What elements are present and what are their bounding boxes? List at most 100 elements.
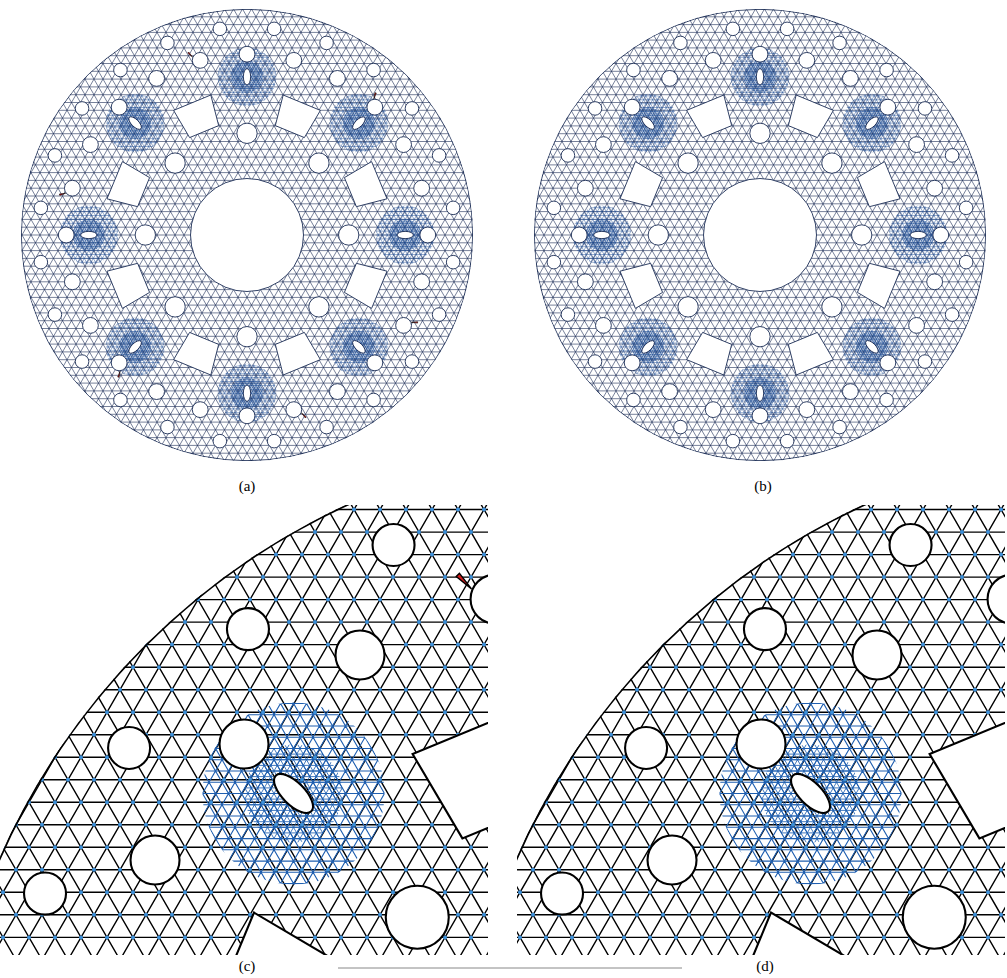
mesh-edges [244,505,488,955]
hole [752,408,768,424]
hole [268,768,319,819]
mesh-edges [683,0,837,156]
hole [329,71,345,87]
hole [648,225,668,245]
hole [833,420,847,434]
hole [471,575,488,624]
hole [927,274,943,290]
outer-boundary [517,505,1005,955]
panel-label: (a) [239,478,256,495]
hole [396,317,412,333]
hole [174,95,219,138]
hole [83,317,99,333]
outer-boundary [534,9,985,460]
hole [880,355,896,371]
hole [547,255,561,269]
hole [927,180,943,196]
hole [640,115,657,132]
mesh-panel [517,505,1005,955]
hole [687,95,732,138]
hole [799,52,815,68]
hole [48,149,62,163]
hole [640,339,657,356]
hole [788,332,833,375]
hole [678,153,698,173]
hole [788,95,833,138]
bad-element [301,413,306,418]
hole [918,355,932,369]
hole [750,123,770,143]
hole [799,402,815,418]
hole [752,46,768,62]
refined-zone [170,314,324,470]
hole [577,180,593,196]
hole [594,231,610,238]
hole [396,137,412,153]
hole [674,420,688,434]
hole [165,297,185,317]
bad-element [59,193,65,195]
hole [34,201,48,215]
mesh-disc [517,505,1005,955]
hole [239,408,255,424]
hole [243,385,250,401]
hole [627,63,641,77]
refined-zone [505,95,736,375]
hole [857,263,900,308]
hole [674,36,688,50]
hole [933,227,949,243]
refined-zone [328,156,482,315]
hole [127,115,144,132]
hole [853,631,902,680]
mesh-edges [505,95,736,375]
hole [161,36,175,50]
hole [108,727,150,769]
hole [588,102,602,116]
mesh-disc [505,0,1007,470]
bad-element [411,322,417,323]
refined-zone [761,505,1005,955]
mesh-edges [0,0,500,470]
hole [336,631,385,680]
refined-zone [244,505,488,955]
mesh-edges [683,314,837,470]
mesh-edges [271,95,500,375]
hole [367,99,383,115]
hole [750,327,770,347]
hole [744,608,786,650]
mesh-edges [170,314,324,470]
hole [880,63,894,77]
hole [206,913,338,955]
mesh-edges [170,0,324,156]
hole [842,384,858,400]
bad-element [456,573,471,589]
hole [161,420,175,434]
panel-label: (b) [754,478,772,495]
hole [309,297,329,317]
hole [624,99,640,115]
hole [75,102,89,116]
hole [909,317,925,333]
refined-zone [525,156,679,315]
mesh-edges [841,156,995,315]
panel-label: (d) [756,958,774,975]
hole [329,384,345,400]
hole [780,434,794,448]
hole [705,402,721,418]
refined-zone [683,0,837,156]
hole [414,274,430,290]
hole [756,385,763,401]
mesh-panel [0,505,488,955]
mesh-edges [505,0,1007,470]
bad-element [188,52,193,57]
hole [367,393,381,407]
hole [286,402,302,418]
hole [541,873,583,915]
hole [705,52,721,68]
outer-boundary [0,505,488,955]
hole [397,231,413,238]
bad-element [118,371,120,377]
hole [339,225,359,245]
hole [780,22,794,36]
hole [243,69,250,85]
